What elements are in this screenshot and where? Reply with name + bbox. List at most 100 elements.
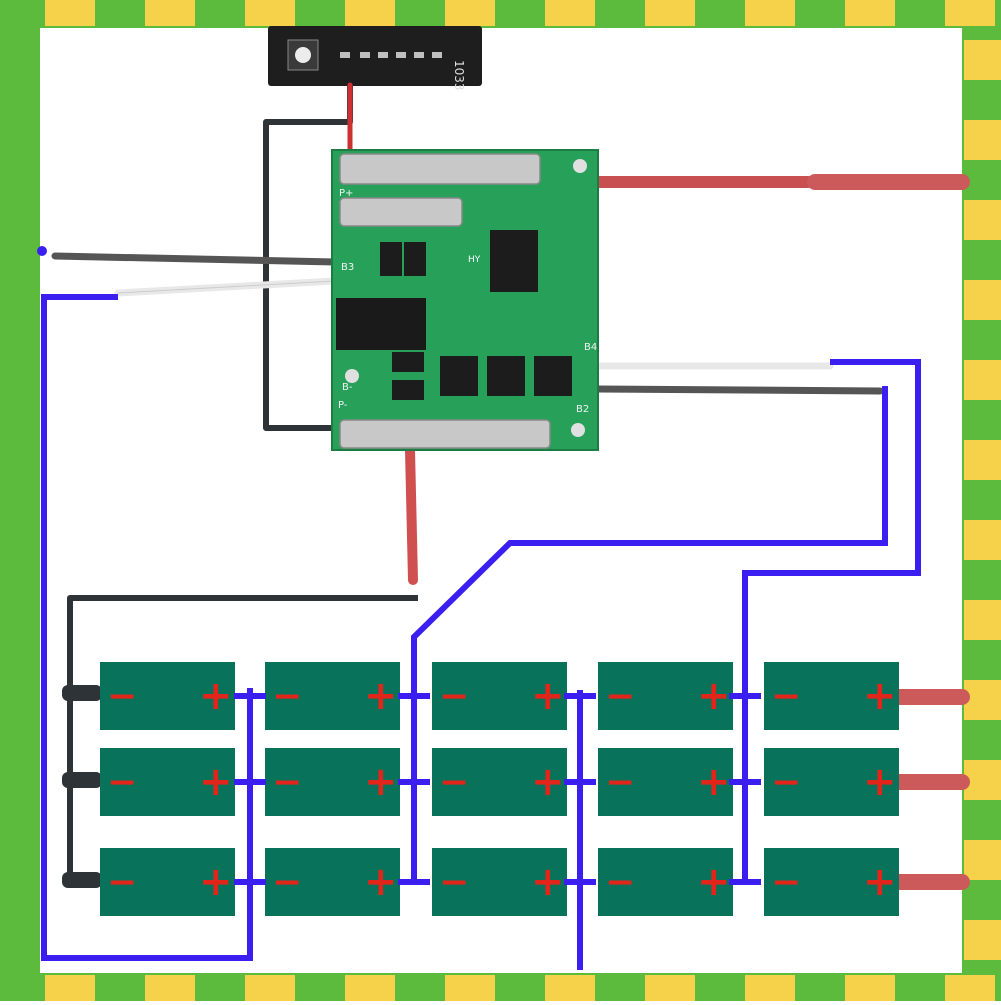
battery-cell: −+	[265, 748, 400, 816]
battery-cell: −+	[432, 848, 567, 916]
cell-negative-sign: −	[605, 762, 635, 803]
frame-stripe	[545, 0, 595, 26]
battery-cell: −+	[764, 848, 899, 916]
pad-label-b4: B4	[584, 342, 597, 353]
frame-stripe	[145, 975, 195, 1001]
chip-label: HY	[468, 255, 481, 265]
pad-label-b2: B2	[576, 404, 589, 415]
pack-output-wires	[892, 689, 970, 890]
battery-cell: −+	[764, 748, 899, 816]
frame-stripe	[45, 975, 95, 1001]
cell-positive-sign: +	[697, 673, 731, 719]
pad-label-b-minus: B-	[342, 382, 353, 393]
frame-stripe	[245, 975, 295, 1001]
cell-positive-sign: +	[199, 859, 233, 905]
cell-positive-sign: +	[697, 859, 731, 905]
bus-tap	[729, 693, 761, 699]
cell-negative-sign: −	[107, 762, 137, 803]
frame-stripe	[845, 975, 895, 1001]
bus-tap	[398, 779, 430, 785]
cell-positive-sign: +	[863, 759, 897, 805]
frame-stripe	[245, 0, 295, 26]
frame-stripe	[964, 200, 1001, 240]
battery-cell: −+	[100, 748, 235, 816]
cell-negative-sign: −	[272, 862, 302, 903]
cell-positive-sign: +	[863, 673, 897, 719]
cell-negative-sign: −	[107, 862, 137, 903]
bus-tap	[398, 693, 430, 699]
frame-stripe	[964, 840, 1001, 880]
cell-negative-sign: −	[439, 676, 469, 717]
frame-stripe	[445, 975, 495, 1001]
cell-negative-sign: −	[272, 762, 302, 803]
bus-tap	[564, 693, 596, 699]
bus-tap	[234, 779, 266, 785]
frame-stripe	[945, 0, 995, 26]
blue-wires	[41, 294, 921, 970]
cell-positive-sign: +	[531, 859, 565, 905]
frame-stripe	[545, 975, 595, 1001]
battery-cell: −+	[598, 662, 733, 730]
cell-positive-sign: +	[531, 759, 565, 805]
cell-negative-sign: −	[771, 862, 801, 903]
cell-positive-sign: +	[364, 759, 398, 805]
cell-positive-sign: +	[531, 673, 565, 719]
frame-stripe	[645, 0, 695, 26]
frame-stripe	[345, 0, 395, 26]
frame-stripes	[45, 0, 1001, 1001]
battery-cell: −+	[100, 662, 235, 730]
bms-board: HY P+ B3 B- P- B4 B2	[331, 149, 599, 451]
frame-stripe	[645, 975, 695, 1001]
battery-cell: −+	[432, 662, 567, 730]
frame-stripe	[745, 975, 795, 1001]
cell-negative-sign: −	[107, 676, 137, 717]
bus-tap	[564, 879, 596, 885]
frame-stripe	[845, 0, 895, 26]
battery-cell: −+	[764, 662, 899, 730]
frame-stripe	[145, 0, 195, 26]
black-wire-taps	[62, 685, 102, 888]
battery-cell: −+	[598, 848, 733, 916]
blue-wire-end	[37, 246, 47, 256]
cell-positive-sign: +	[364, 859, 398, 905]
frame-stripe	[45, 0, 95, 26]
frame-stripe	[945, 975, 995, 1001]
cell-negative-sign: −	[439, 762, 469, 803]
led-board-label: 1033	[452, 60, 466, 91]
cell-negative-sign: −	[771, 676, 801, 717]
frame-stripe	[445, 0, 495, 26]
cell-positive-sign: +	[697, 759, 731, 805]
bus-tap	[564, 779, 596, 785]
bus-tap	[398, 879, 430, 885]
frame-stripe	[745, 0, 795, 26]
cell-positive-sign: +	[199, 759, 233, 805]
bus-tap	[729, 779, 761, 785]
cell-negative-sign: −	[605, 862, 635, 903]
cell-positive-sign: +	[863, 859, 897, 905]
frame-stripe	[964, 440, 1001, 480]
bus-tap	[234, 879, 266, 885]
cell-positive-sign: +	[364, 673, 398, 719]
frame-stripe	[345, 975, 395, 1001]
frame-stripe	[964, 680, 1001, 720]
cell-negative-sign: −	[771, 762, 801, 803]
bus-tap	[234, 693, 266, 699]
frame-stripe	[964, 760, 1001, 800]
battery-cell: −+	[432, 748, 567, 816]
battery-cell: −+	[265, 848, 400, 916]
cell-negative-sign: −	[272, 676, 302, 717]
battery-cell: −+	[100, 848, 235, 916]
battery-cell: −+	[598, 748, 733, 816]
cell-positive-sign: +	[199, 673, 233, 719]
cell-negative-sign: −	[439, 862, 469, 903]
frame-stripe	[964, 520, 1001, 560]
frame-stripe	[964, 600, 1001, 640]
battery-cell: −+	[265, 662, 400, 730]
pcb-leads	[51, 82, 970, 585]
frame-stripe	[964, 280, 1001, 320]
cell-negative-sign: −	[605, 676, 635, 717]
pad-label-p-plus: P+	[339, 188, 353, 199]
bus-tap	[729, 879, 761, 885]
